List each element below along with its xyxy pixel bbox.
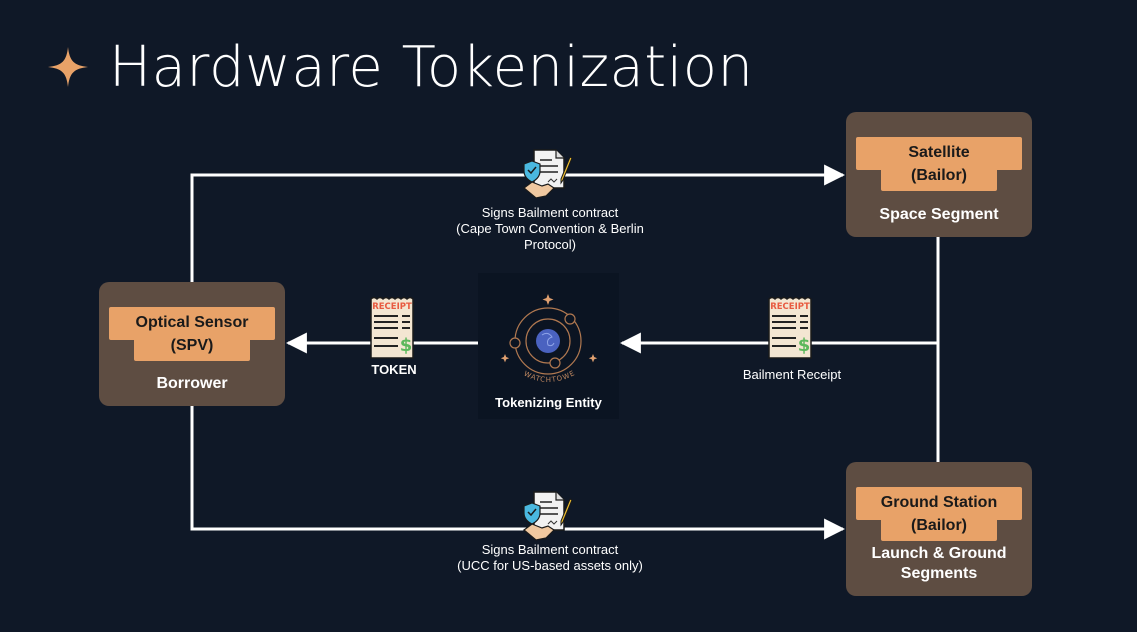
watchtower-logo-icon: WATCHTOWER [478, 273, 598, 384]
optical-sensor-label-tab: Optical Sensor (SPV) [109, 307, 275, 362]
receipt-icon: RECEIPT $ [768, 296, 812, 359]
top-contract-caption-line1: Signs Bailment contract [481, 205, 619, 220]
ground-station-role: (Bailor) [911, 517, 967, 534]
contract-handshake-icon [523, 491, 573, 541]
borrower-label: Borrower [156, 375, 228, 392]
satellite-name: Satellite [908, 144, 970, 161]
optical-sensor-node: Optical Sensor (SPV) Borrower [99, 282, 285, 406]
slide-title: Hardware Tokenization [109, 35, 754, 100]
ground-station-label-tab: Ground Station (Bailor) [856, 487, 1022, 542]
ground-segment-line1: Launch & Ground [871, 545, 1007, 562]
token-label: TOKEN [371, 362, 417, 377]
ground-station-name: Ground Station [880, 494, 998, 511]
ground-station-node: Ground Station (Bailor) Launch & Ground … [846, 462, 1032, 596]
receipt-icon: RECEIPT $ [370, 296, 414, 359]
optical-sensor-role: (SPV) [170, 337, 214, 354]
token-receipt-header: RECEIPT [372, 302, 412, 312]
tokenizing-entity-label: Tokenizing Entity [495, 395, 602, 410]
satellite-segment: Space Segment [879, 206, 999, 223]
satellite-role: (Bailor) [911, 167, 967, 184]
svg-text:$: $ [400, 335, 413, 356]
ground-segment-line2: Segments [900, 565, 978, 582]
top-contract-caption-line3: Protocol) [523, 237, 577, 252]
sparkle-icon [48, 47, 88, 87]
bottom-contract-connector [190, 405, 846, 540]
bottom-contract-caption-line2: (UCC for US-based assets only) [457, 558, 643, 573]
svg-text:$: $ [798, 335, 811, 356]
bailment-receipt-header: RECEIPT [770, 302, 810, 312]
bottom-contract-caption-line1: Signs Bailment contract [481, 542, 619, 557]
satellite-label-tab: Satellite (Bailor) [856, 137, 1022, 192]
tokenizing-entity-node: WATCHTOWER Tokenizing Entity [478, 273, 619, 419]
satellite-node: Satellite (Bailor) Space Segment [846, 112, 1032, 237]
bailment-receipt-label: Bailment Receipt [742, 367, 842, 382]
optical-sensor-name: Optical Sensor [135, 314, 249, 331]
contract-handshake-icon [523, 149, 573, 199]
top-contract-connector [190, 164, 846, 282]
top-contract-caption-line2: (Cape Town Convention & Berlin [456, 221, 644, 236]
